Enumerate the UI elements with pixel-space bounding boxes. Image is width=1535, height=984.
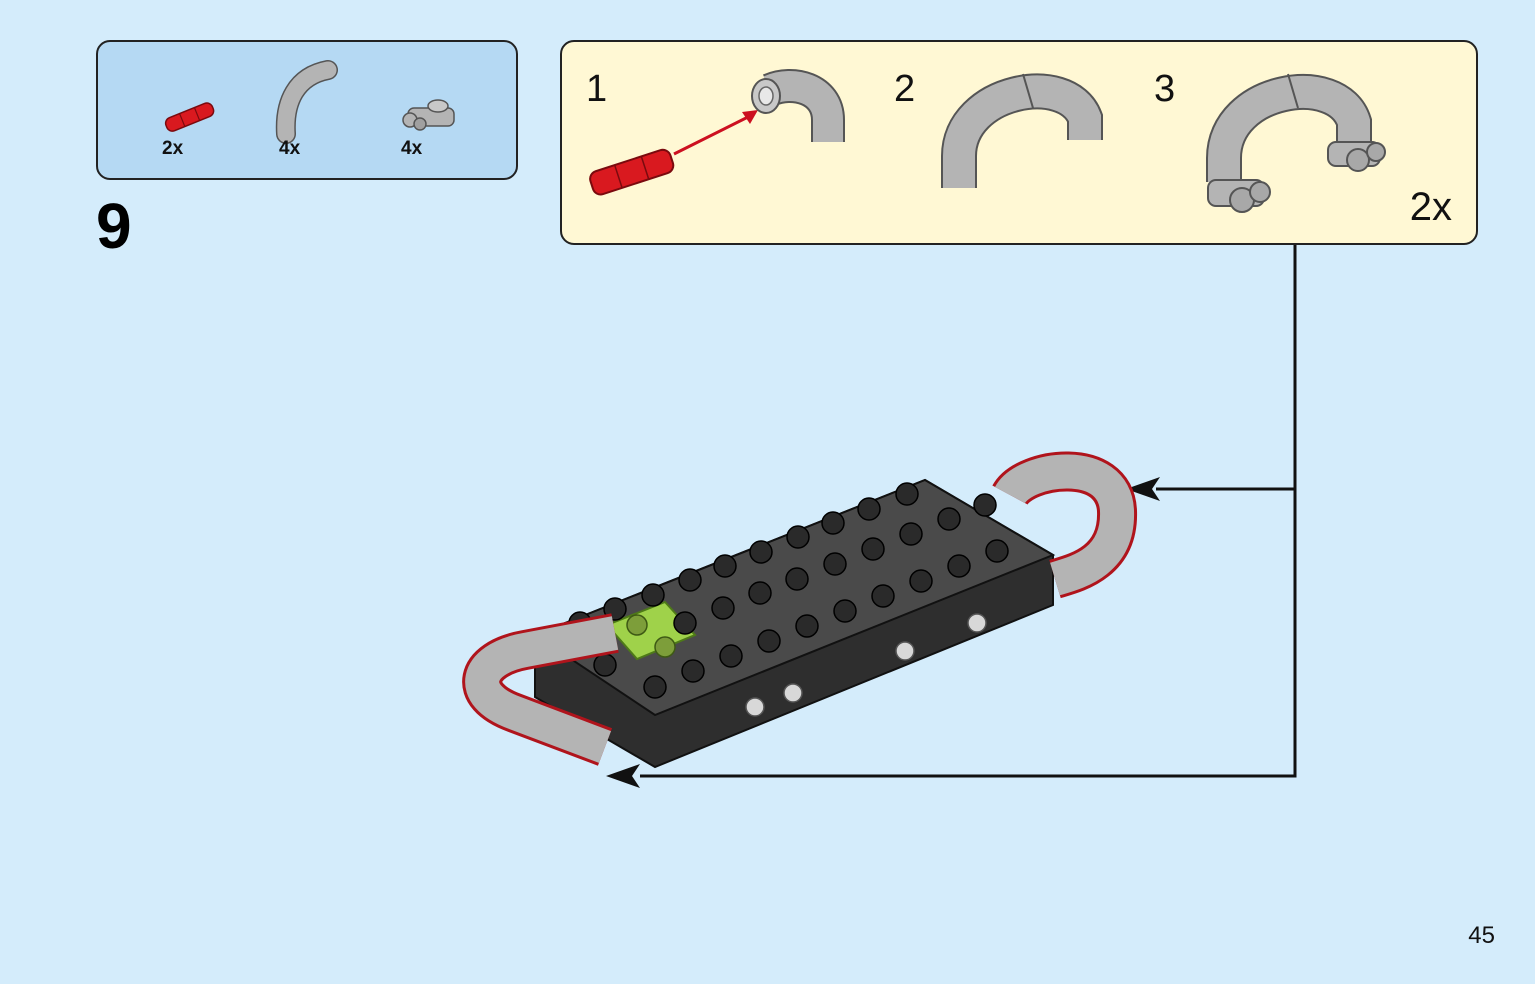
step-number: 9 [96,190,132,262]
sub-step-3-illustration [1206,73,1386,213]
sub-step-1-number: 1 [586,68,608,110]
sub-step-2-illustration [941,73,1103,188]
sub-assembly-multiplier: 2x [1409,185,1452,229]
part-qty-1: 2x [162,138,184,159]
gray-curved-tube-icon [275,60,338,144]
plate-studs [568,482,1009,699]
parts-list-box: 2x 4x 4x [96,40,518,180]
part-qty-2: 4x [279,138,301,159]
part-qty-3: 4x [401,138,423,159]
sub-step-2-number: 2 [894,68,916,110]
page-number: 45 [1468,922,1495,949]
red-axle-pin-icon [164,102,215,132]
sub-step-1-illustration [589,69,845,196]
gray-clip-plate-icon [402,99,455,131]
sub-assembly-box: 1 2 3 2x [560,40,1478,245]
sub-step-3-number: 3 [1154,68,1176,110]
main-model-illustration [462,451,1137,769]
